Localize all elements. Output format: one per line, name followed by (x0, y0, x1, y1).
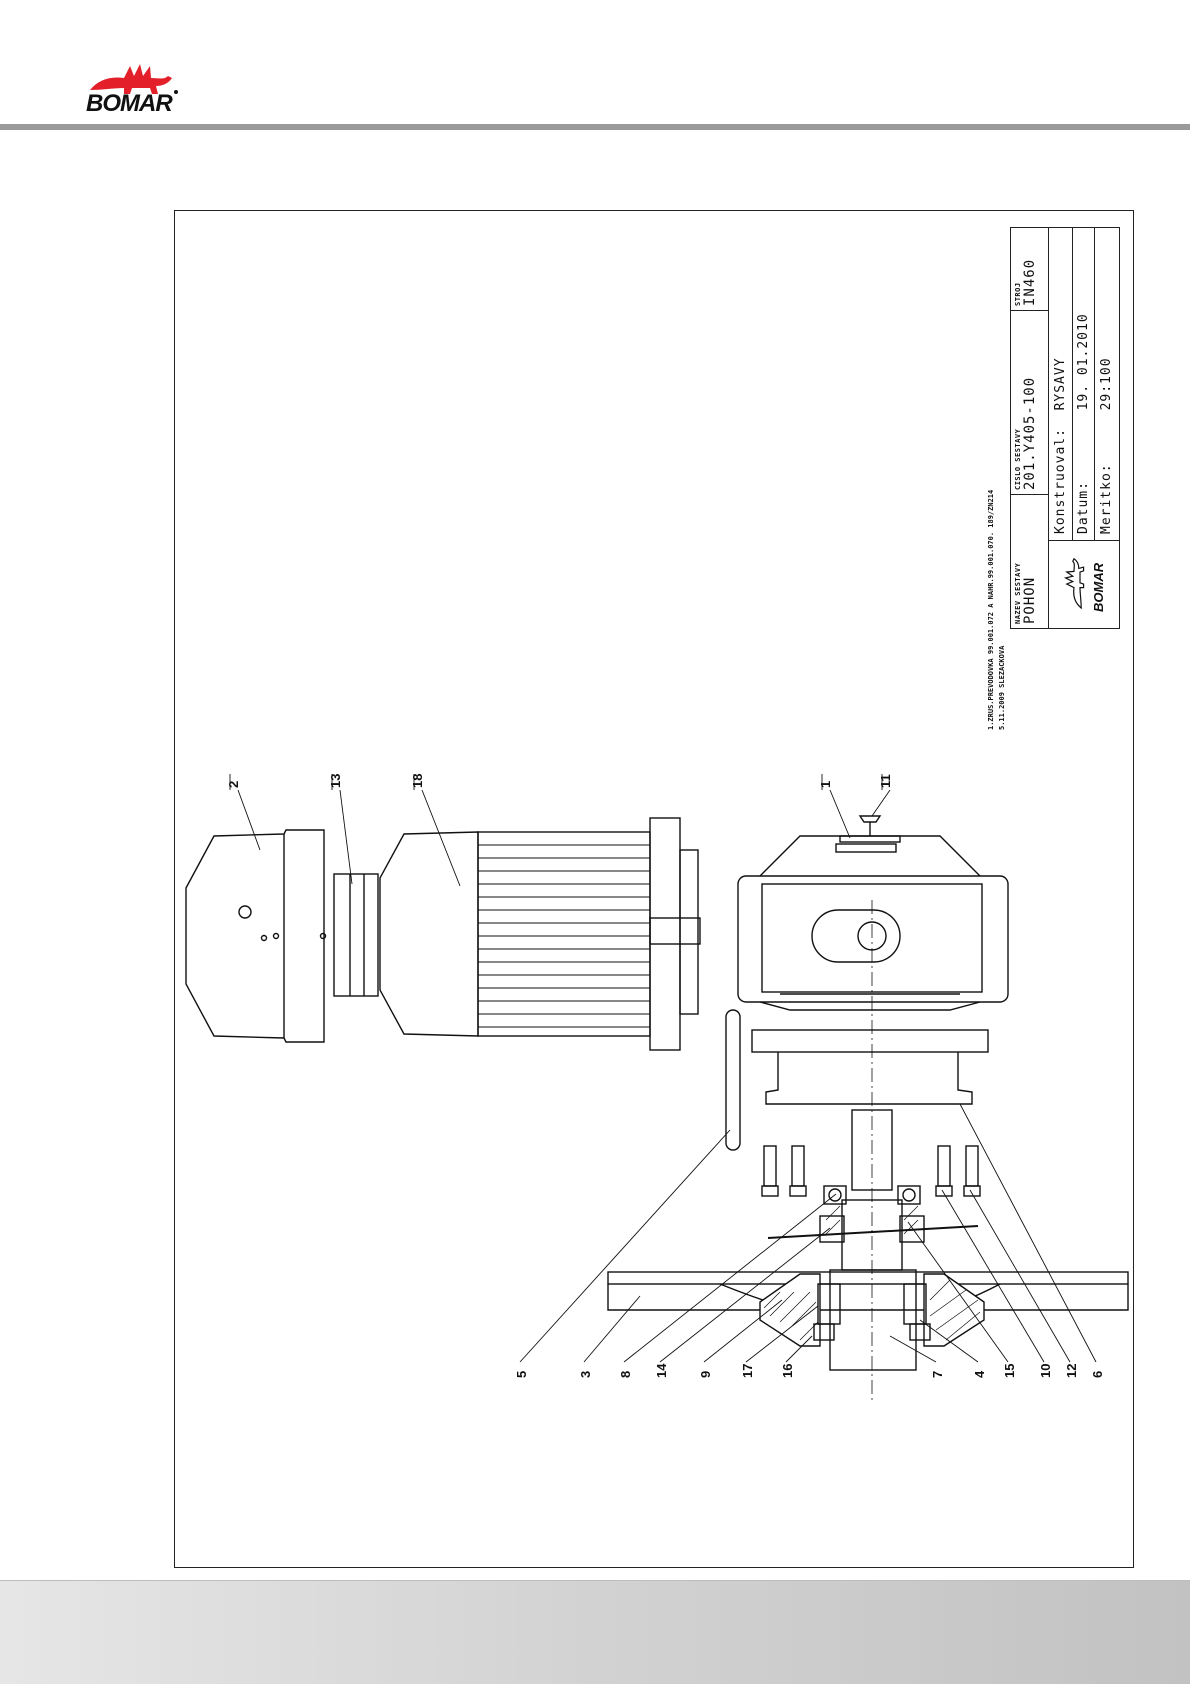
key-part (726, 1010, 740, 1150)
bearing-parts (768, 1186, 978, 1242)
part-label: 17 (740, 1364, 755, 1378)
scale-field: Meritko: 29:100 (1095, 228, 1119, 540)
turntable-disc-part (608, 1272, 1128, 1310)
assembly-name: POHON (1022, 499, 1038, 624)
assembly-number: 201.Y405-100 (1022, 315, 1038, 490)
part-label: 5 (514, 1371, 529, 1378)
part-label: 16 (780, 1364, 795, 1378)
assembly-number-cell: CISLO SESTAVY 201.Y405-100 (1011, 310, 1049, 494)
part-label: 13 (328, 774, 343, 788)
flange-part (752, 1030, 988, 1104)
part-label: 15 (1002, 1364, 1017, 1378)
company-logo-text: BOMAR (1091, 563, 1106, 612)
designer-field: Konstruoval: RYSAVY (1049, 228, 1073, 540)
revision-note-line: 5.11.2009 SLEZACKOVA (997, 330, 1008, 730)
machine-cell: STROJ IN460 (1011, 228, 1049, 310)
part-label: 10 (1038, 1364, 1053, 1378)
revision-note-line: 1.ZRUS.PREVODOVKA 99.001.072 A NAHR.99.0… (986, 330, 997, 730)
washer-and-bolt-parts (840, 816, 900, 842)
part-label: 12 (1064, 1364, 1079, 1378)
part-labels-top: 2 13 18 1 11 (226, 774, 893, 788)
gearbox-part (738, 836, 1008, 1010)
page-footer (0, 1580, 1190, 1684)
assembly-number-label: CISLO SESTAVY (1014, 315, 1022, 490)
machine-label: STROJ (1014, 232, 1022, 306)
footer-divider (0, 1580, 1190, 1581)
date-field: Datum: 19. 01.2010 (1073, 228, 1095, 540)
revision-notes: 1.ZRUS.PREVODOVKA 99.001.072 A NAHR.99.0… (986, 330, 1010, 730)
stegosaurus-logo-icon (1059, 554, 1089, 614)
part-label: 4 (972, 1370, 987, 1378)
part-label: 18 (410, 774, 425, 788)
part-label: 3 (578, 1371, 593, 1378)
part-label: 7 (930, 1371, 945, 1378)
motor-cover-part (186, 830, 326, 1042)
part-label: 9 (698, 1371, 713, 1378)
title-block: NAZEV SESTAVY POHON CISLO SESTAVY 201.Y4… (1010, 227, 1120, 629)
part-label: 11 (878, 774, 893, 788)
part-label: 14 (654, 1363, 669, 1378)
part-label: 6 (1090, 1371, 1105, 1378)
company-logo-cell: BOMAR (1049, 540, 1119, 628)
part-label: 2 (226, 781, 241, 788)
machine-code: IN460 (1022, 232, 1038, 306)
shaft-part (830, 900, 916, 1400)
part-labels-bottom: 5 3 8 14 9 17 16 7 4 15 10 12 6 (514, 1363, 1105, 1378)
screw-parts (762, 1146, 980, 1196)
part-label: 8 (618, 1371, 633, 1378)
part-label: 1 (818, 781, 833, 788)
electric-motor-part (380, 818, 700, 1050)
assembly-name-cell: NAZEV SESTAVY POHON (1011, 494, 1049, 628)
assembly-name-label: NAZEV SESTAVY (1014, 499, 1022, 624)
coupling-ring-part (334, 874, 378, 996)
